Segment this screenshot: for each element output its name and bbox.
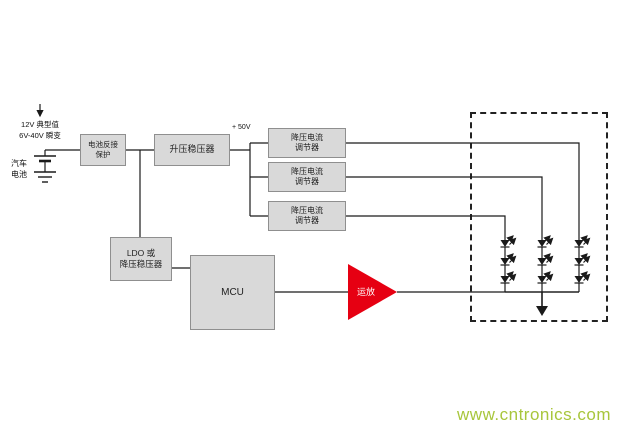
- block-buck-current-regulator-2: 降压电流 调节器: [268, 162, 346, 192]
- led-string: [346, 215, 517, 292]
- opamp-triangle: [348, 264, 397, 320]
- block-buck-current-regulator-3: 降压电流 调节器: [268, 201, 346, 231]
- led-string: [346, 176, 554, 292]
- block-ldo-regulator: LDO 或 降压稳压器: [110, 237, 172, 281]
- led-icon: [574, 235, 591, 254]
- block-boost-regulator: 升压稳压器: [154, 134, 230, 166]
- block-boost-label: 升压稳压器: [169, 144, 215, 155]
- led-icon: [500, 235, 517, 254]
- led-icon: [500, 271, 517, 290]
- led-icon: [574, 253, 591, 272]
- opamp-label: 运放: [357, 286, 375, 297]
- battery-text-label: 汽车 电池: [11, 159, 27, 180]
- led-icon: [537, 235, 554, 254]
- block-mcu: MCU: [190, 255, 275, 330]
- ground-icon: [34, 171, 56, 183]
- led-ground-arrow-icon: [536, 292, 548, 316]
- input-voltage-label: 12V 典型值 6V-40V 瞬变: [19, 120, 61, 140]
- block-buck2-label: 降压电流 调节器: [291, 166, 323, 186]
- block-buck1-label: 降压电流 调节器: [291, 132, 323, 152]
- led-icon: [537, 253, 554, 272]
- block-mcu-label: MCU: [221, 287, 244, 298]
- led-array: [346, 142, 591, 292]
- block-buck3-label: 降压电流 调节器: [291, 205, 323, 225]
- led-string: [346, 142, 591, 292]
- block-reverse-protection-label: 电池反接 保护: [88, 140, 118, 159]
- watermark: www.cntronics.com: [457, 405, 611, 424]
- led-icon: [500, 253, 517, 272]
- block-reverse-protection: 电池反接 保护: [80, 134, 126, 166]
- block-buck-current-regulator-1: 降压电流 调节器: [268, 128, 346, 158]
- led-icon: [537, 271, 554, 290]
- block-ldo-label: LDO 或 降压稳压器: [119, 247, 163, 269]
- led-module-enclosure: [470, 112, 608, 322]
- battery-icon: [34, 150, 56, 172]
- led-icon: [574, 271, 591, 290]
- boost-rail-voltage-label: + 50V: [232, 124, 251, 131]
